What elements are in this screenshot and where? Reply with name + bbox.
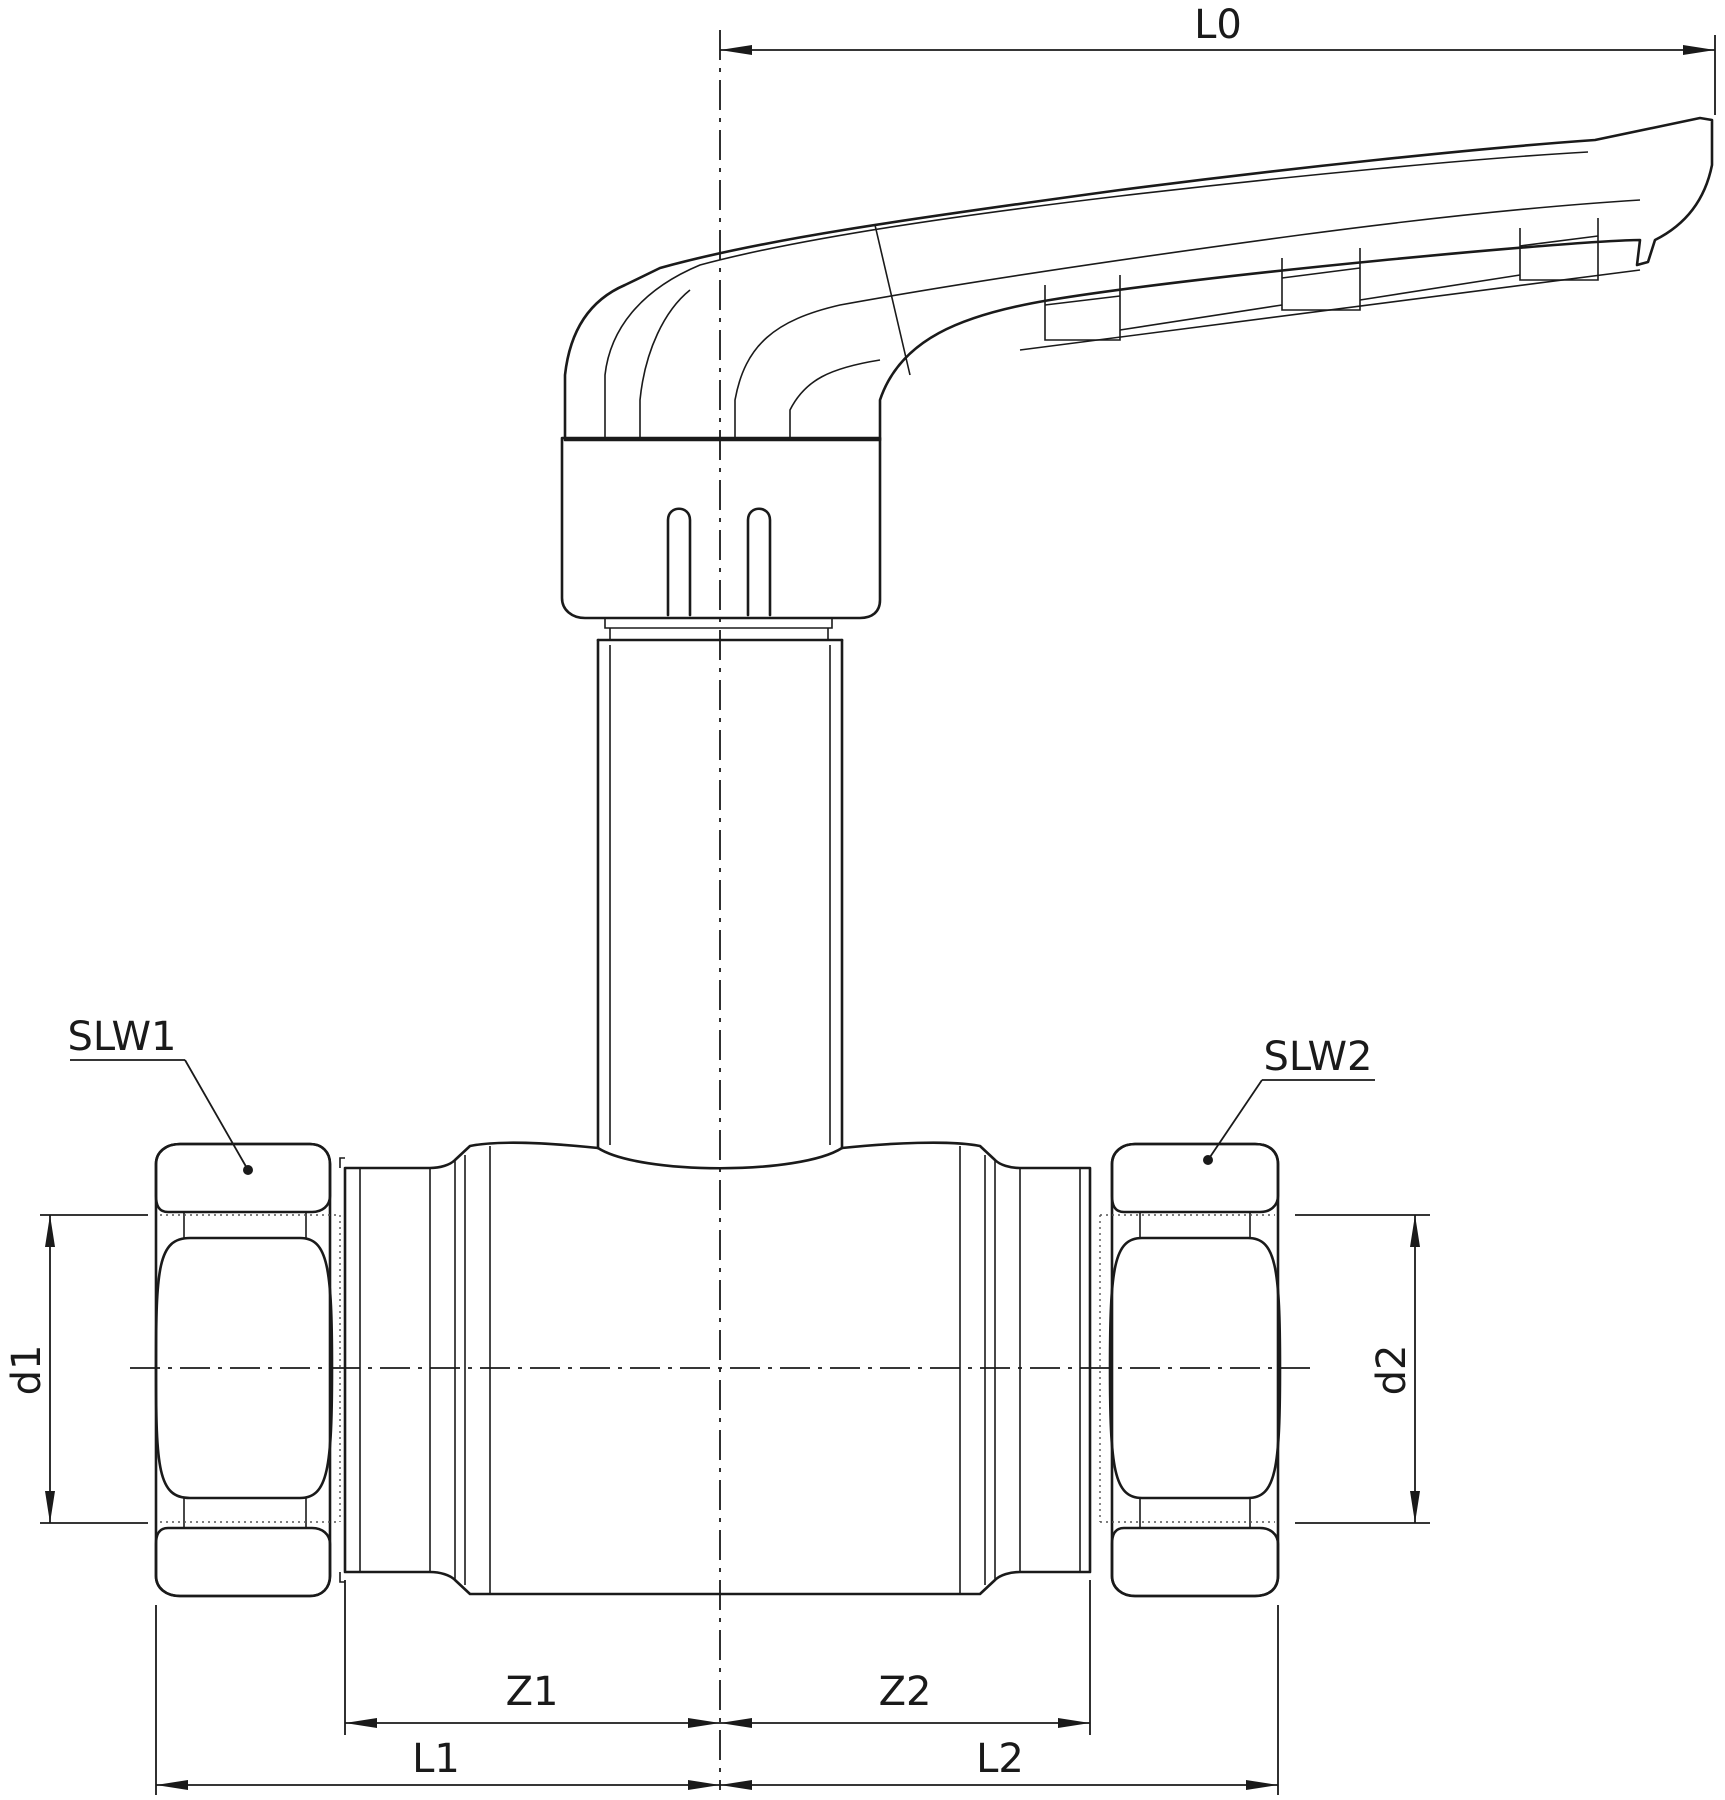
dimension-label-z1: Z1: [506, 1669, 559, 1715]
dimension-label-d2: d2: [1369, 1345, 1415, 1396]
dimension-l2: L2: [720, 1605, 1279, 1795]
dimension-l1: L1: [155, 1605, 720, 1795]
dimension-label-z2: Z2: [879, 1669, 932, 1715]
callout-slw2: SLW2: [1203, 1034, 1375, 1165]
dimension-label-l2: L2: [976, 1736, 1024, 1782]
callout-label-slw1: SLW1: [67, 1014, 176, 1060]
dimension-label-l1: L1: [412, 1736, 460, 1782]
dimension-label-d1: d1: [4, 1345, 50, 1396]
dimension-d2: d2: [1295, 1214, 1430, 1524]
handle-hub: [560, 436, 882, 641]
dimension-l0: L0: [720, 2, 1716, 115]
dimension-label-l0: L0: [1194, 2, 1242, 48]
dimension-z1: Z1: [344, 1580, 720, 1735]
right-union-nut: [1099, 1142, 1282, 1598]
lever-handle: [563, 116, 1714, 442]
valve-stem: [596, 638, 844, 1150]
callout-label-slw2: SLW2: [1263, 1034, 1372, 1080]
callout-slw1: SLW1: [67, 1014, 253, 1175]
dimension-z2: Z2: [720, 1580, 1091, 1735]
left-union-nut: [154, 1142, 341, 1598]
dimension-d1: d1: [4, 1214, 148, 1524]
valve-body: [339, 1141, 1092, 1596]
